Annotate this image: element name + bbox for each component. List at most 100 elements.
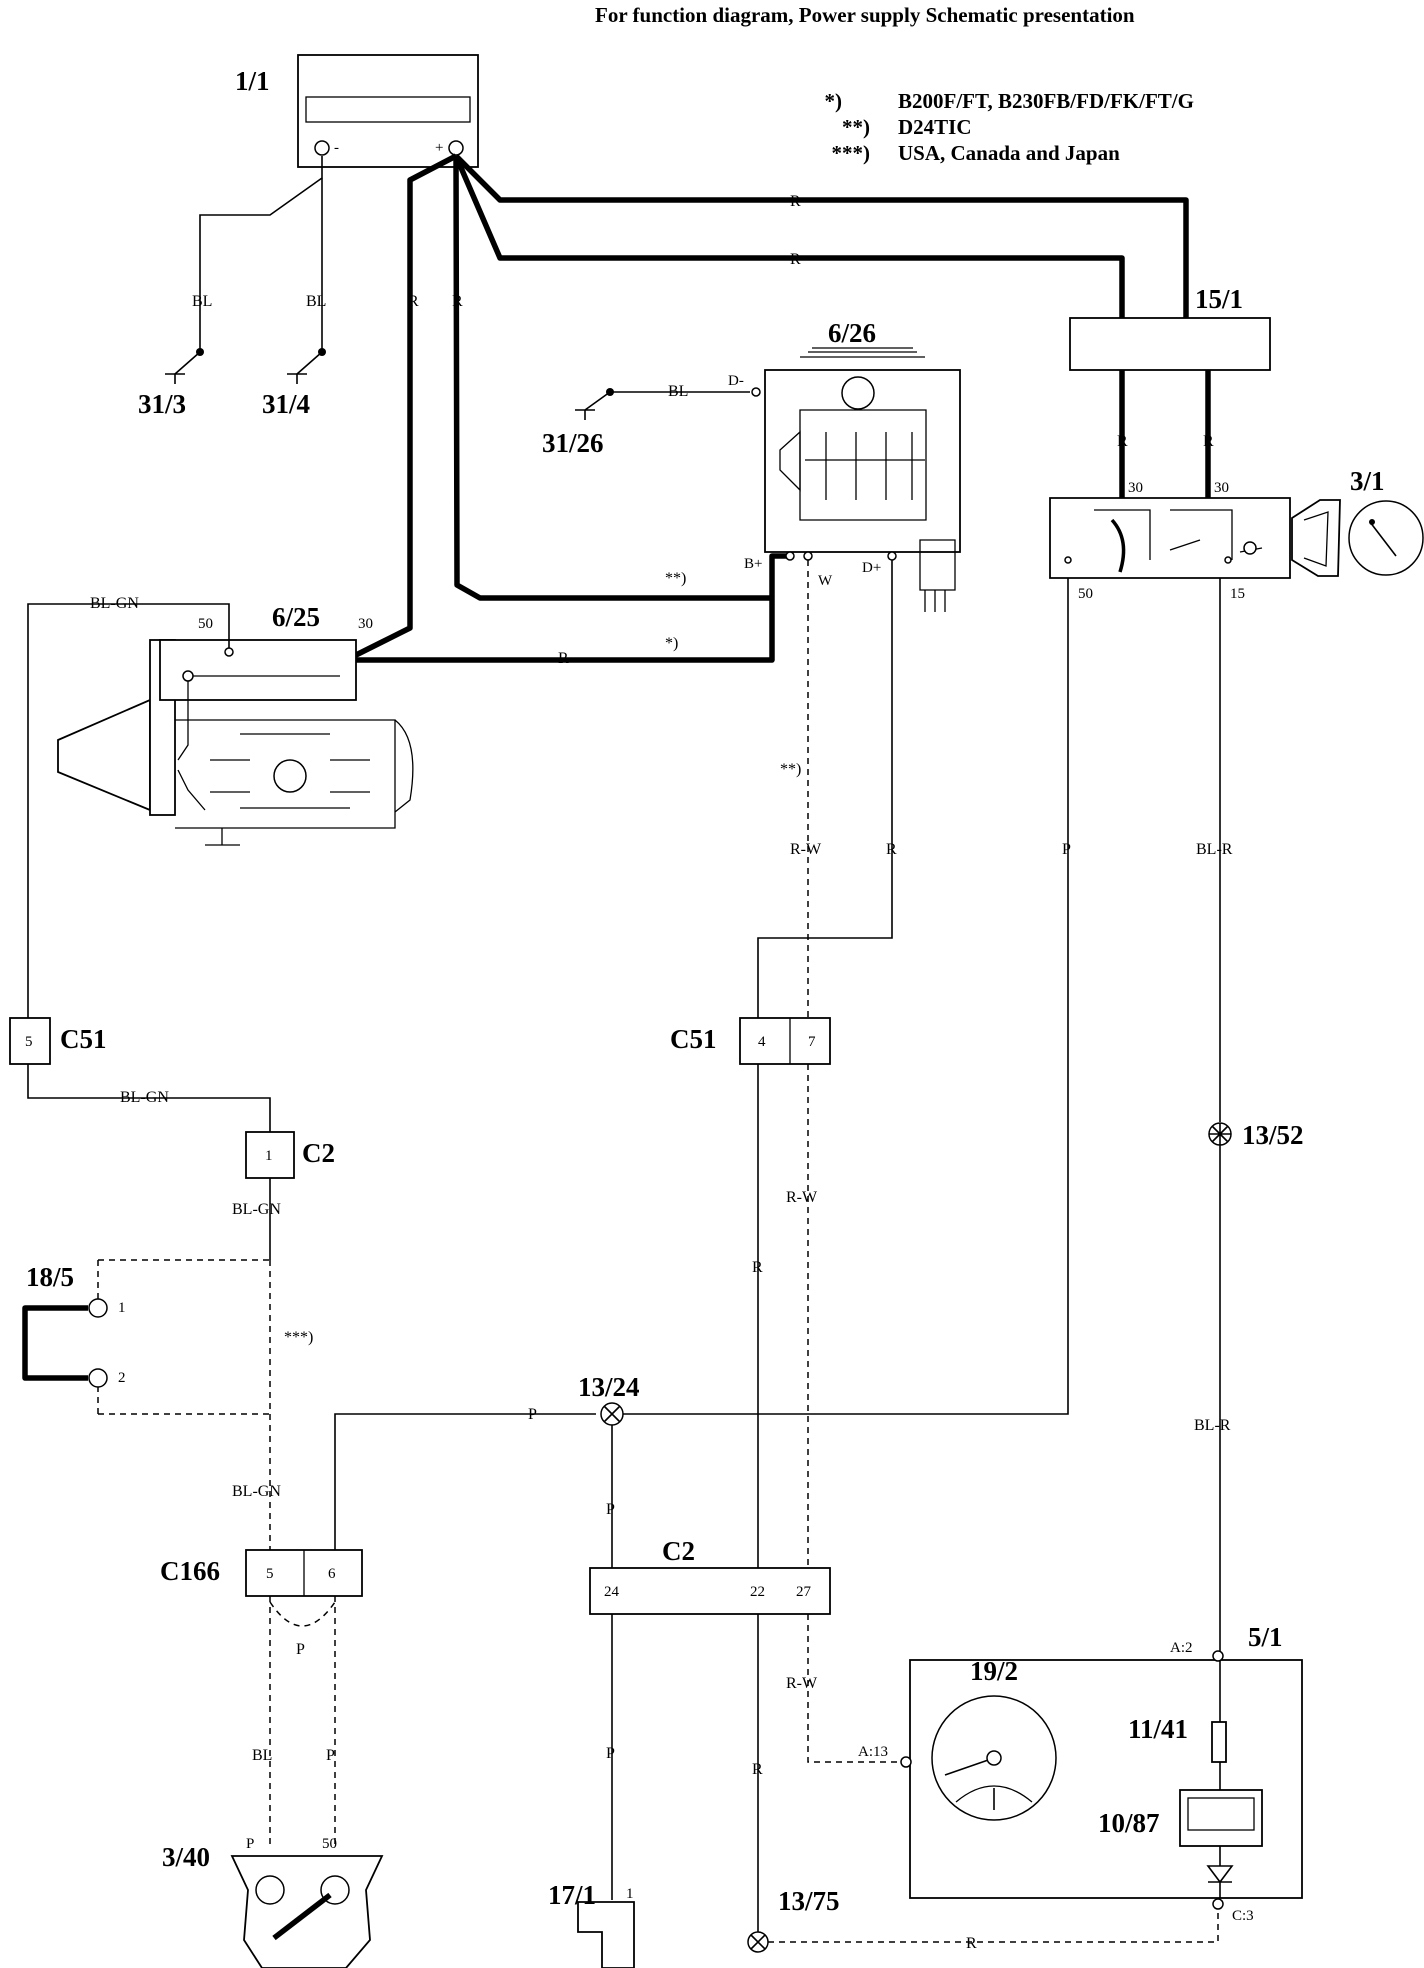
- gear-switch-label: 3/40: [162, 1842, 210, 1872]
- wire-blr-upper-label: BL-R: [1196, 841, 1233, 858]
- ign-pin-15: 15: [1230, 586, 1245, 602]
- wire-p-gear: P: [326, 1747, 335, 1764]
- battery-negative-terminal: [314, 140, 330, 156]
- ground-31-4-label: 31/4: [262, 389, 310, 419]
- diagram-title: For function diagram, Power supply Schem…: [595, 3, 1135, 27]
- wire-r-dplus-label: R: [886, 841, 897, 858]
- alt-pin-b-plus: B+: [744, 556, 762, 572]
- ignition-switch: [1049, 497, 1424, 579]
- c51-left-pin-5: 5: [25, 1034, 33, 1050]
- ign-pin-30b: 30: [1214, 480, 1229, 496]
- c2-pin-24: 24: [604, 1584, 620, 1600]
- fuse-11-41: [1211, 1721, 1227, 1763]
- note-1-mark: *): [825, 89, 843, 113]
- instrument-pin-a2: A:2: [1170, 1640, 1193, 1656]
- splice-13-24-label: 13/24: [578, 1372, 640, 1402]
- note-2-text: D24TIC: [898, 115, 972, 139]
- instrument-label: 5/1: [1248, 1622, 1283, 1652]
- c166-label: C166: [160, 1556, 220, 1586]
- relay-18-5: [22, 1259, 271, 1550]
- wire-r-c3: R: [966, 1935, 977, 1952]
- wire-p-jumper: P: [296, 1641, 305, 1658]
- wire-p-c166: [334, 1413, 596, 1550]
- c2-top-pin-1: 1: [265, 1148, 273, 1164]
- c2-pin-27: 27: [796, 1584, 812, 1600]
- wire-p-ign: P: [1062, 841, 1071, 858]
- note-2-mark: **): [842, 115, 870, 139]
- instrument-pin-c3: C:3: [1232, 1908, 1254, 1924]
- ground-31-3-label: 31/3: [138, 389, 186, 419]
- wire-r-mid: R: [752, 1259, 763, 1276]
- wire-r-fuse1: R: [1117, 433, 1128, 450]
- charge-warning-lamp: [1179, 1789, 1263, 1847]
- wire-p-ign50: [623, 840, 1069, 1415]
- note-1-text: B200F/FT, B230FB/FD/FK/FT/G: [898, 89, 1194, 113]
- tacho-pin-a13: A:13: [858, 1744, 888, 1760]
- tachometer-label: 19/2: [970, 1656, 1018, 1686]
- alt-terminal-d-minus: [751, 387, 761, 397]
- wire-blgn-c2: BL-GN: [232, 1201, 281, 1218]
- fuse-11-41-label: 11/41: [1128, 1714, 1188, 1744]
- note-3-text: USA, Canada and Japan: [898, 141, 1120, 165]
- wire-r-top: R: [790, 193, 801, 210]
- wire-c166-gear: [269, 1596, 336, 1846]
- splice-13-24: [600, 1402, 624, 1426]
- alt-terminal-w: [803, 551, 813, 561]
- wire-bl-alt: BL: [668, 383, 688, 400]
- wire-bl-gear: BL: [252, 1747, 272, 1764]
- diagnostic-label: 17/1: [548, 1880, 596, 1910]
- fuse-box-outputs: [1119, 370, 1211, 500]
- wire-r-second: R: [790, 251, 801, 268]
- instrument-cluster: [900, 1650, 1303, 1910]
- c2-pin-22: 22: [750, 1584, 765, 1600]
- c166-pin-6: 6: [328, 1566, 336, 1582]
- note-2star-alt: **): [665, 570, 686, 587]
- battery-minus-sign: -: [334, 140, 339, 156]
- fuse-box: [1069, 317, 1271, 371]
- wire-c166-jumper: [269, 1601, 336, 1627]
- gear-pin-p: P: [246, 1836, 254, 1852]
- charge-lamp-label: 10/87: [1098, 1808, 1160, 1838]
- note-3star: ***): [284, 1329, 313, 1346]
- wire-r-dplus: [757, 560, 893, 1018]
- wire-r-1375-c3: [768, 1904, 1219, 1943]
- battery-plus-sign: +: [435, 140, 443, 156]
- alt-pin-d-minus: D-: [728, 373, 744, 389]
- ground-31-26-label: 31/26: [542, 428, 604, 458]
- c51-right-pin-4: 4: [758, 1034, 766, 1050]
- wire-r-starter: R: [558, 650, 569, 667]
- wire-blgn-top: BL-GN: [90, 595, 139, 612]
- ign-pin-50: 50: [1078, 586, 1093, 602]
- battery-positive-terminal: [448, 140, 464, 156]
- c51-left-label: C51: [60, 1024, 107, 1054]
- wire-rw-lower: R-W: [786, 1675, 818, 1692]
- alt-terminal-b-plus: [785, 551, 795, 561]
- gear-selector-switch: [230, 1855, 384, 1968]
- battery-label: 1/1: [235, 66, 270, 96]
- instrument-terminal-c3: [1212, 1898, 1224, 1910]
- wire-r-fuse2: R: [1203, 433, 1214, 450]
- starter-motor: [57, 639, 414, 846]
- note-star-starter: *): [665, 635, 678, 652]
- ign-pin-30a: 30: [1128, 480, 1143, 496]
- wire-p-diag-label: P: [606, 1745, 615, 1762]
- starter-pin-30: 30: [358, 616, 373, 632]
- wire-rw-upper: R-W: [790, 841, 822, 858]
- battery-positive-wires: [344, 153, 1189, 663]
- splice-13-52: [1208, 1122, 1232, 1146]
- note-2star-rw: **): [780, 761, 801, 778]
- connector-c51-right: [739, 1017, 831, 1065]
- wire-rw-tacho: [807, 1614, 902, 1763]
- alt-terminal-d-plus: [887, 551, 897, 561]
- instrument-terminal-a13: [900, 1756, 912, 1768]
- starter-label: 6/25: [272, 602, 320, 632]
- relay-pin-1: 1: [118, 1300, 126, 1316]
- c51-right-label: C51: [670, 1024, 717, 1054]
- relay-label: 18/5: [26, 1262, 74, 1292]
- ignition-switch-label: 3/1: [1350, 466, 1385, 496]
- alt-pin-w: W: [818, 573, 833, 589]
- starter-pin-50: 50: [198, 616, 213, 632]
- splice-13-75-label: 13/75: [778, 1886, 840, 1916]
- diagnostic-pin-1: 1: [626, 1886, 634, 1902]
